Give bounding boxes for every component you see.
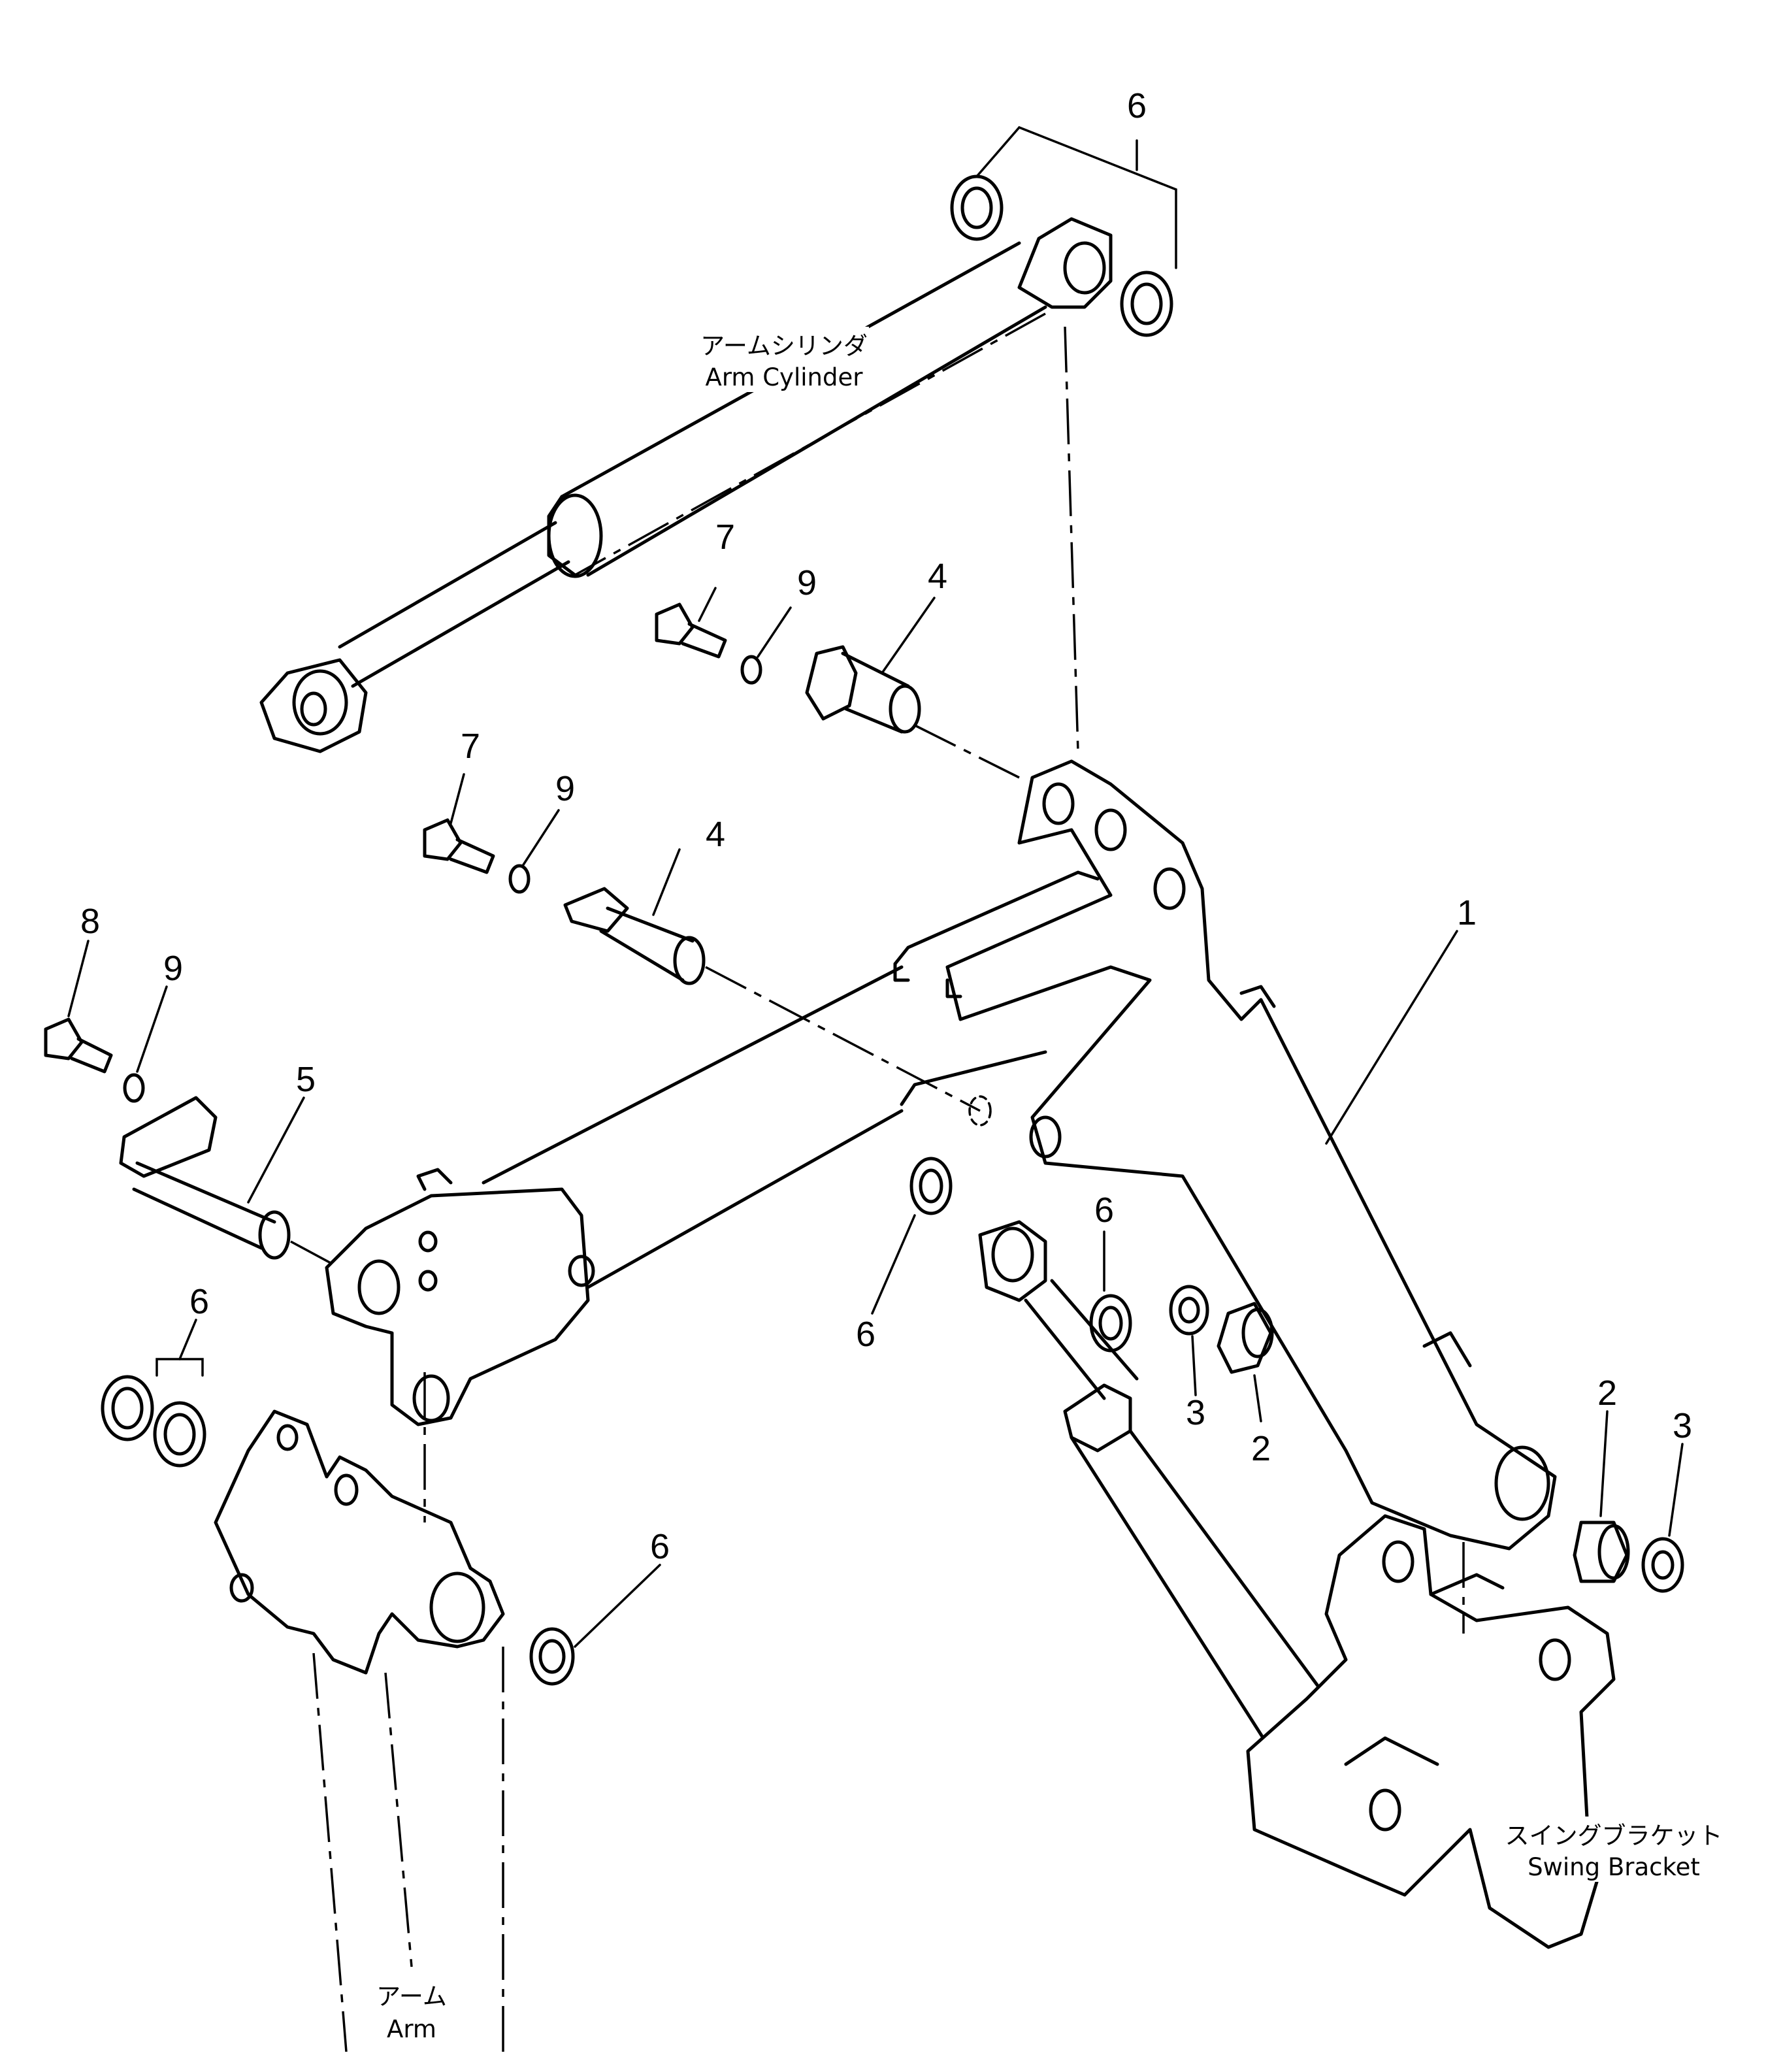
pin-5 [119, 1096, 334, 1266]
callout-leaders [67, 587, 1684, 1648]
bracket-6-left [155, 1358, 204, 1377]
bolt-8 [44, 1017, 113, 1074]
pin-4-lower [563, 887, 981, 1112]
pin-4-upper [805, 645, 1020, 779]
arm-cylinder-label-jp: アームシリンダ [700, 332, 868, 360]
callout-1: 1 [1457, 893, 1477, 932]
bushing-2-mid [1217, 1302, 1274, 1374]
callout-2-right: 2 [1597, 1373, 1617, 1413]
swing-bracket [1246, 1514, 1616, 1949]
seal-6-mid [1089, 1294, 1132, 1353]
washer-9-upper [740, 655, 762, 685]
callout-2-mid: 2 [1251, 1429, 1271, 1468]
callout-5: 5 [296, 1060, 316, 1099]
seal-6-left-a [101, 1375, 154, 1441]
callout-6-low: 6 [650, 1527, 670, 1566]
callout-8: 8 [80, 902, 100, 941]
boom [893, 759, 1557, 1551]
callout-4-upper: 4 [928, 557, 947, 596]
arm-cylinder-label-en: Arm Cylinder [706, 363, 864, 391]
seal-6-left-b [153, 1401, 206, 1468]
bracket-6-top [975, 125, 1177, 269]
label-arm-cylinder: アームシリンダ Arm Cylinder [699, 327, 869, 392]
arm-cylinder [259, 217, 1113, 753]
washer-9-lower [508, 864, 531, 894]
callout-9-lower: 9 [555, 769, 575, 808]
seal-ring-top-right [1120, 271, 1173, 337]
arm-label-en: Arm [387, 2015, 436, 2043]
bolt-7-lower [423, 818, 495, 874]
callout-3-mid: 3 [1186, 1393, 1205, 1432]
seal-6-mid-left [909, 1157, 953, 1215]
swing-bracket-label-en: Swing Bracket [1528, 1853, 1700, 1881]
callout-6-mid: 6 [1094, 1191, 1114, 1230]
bushing-2-right [1573, 1521, 1630, 1583]
arm [214, 1372, 505, 2052]
nut-3-right [1641, 1537, 1684, 1593]
label-arm: アーム Arm [372, 1980, 451, 2045]
seal-ring-top-left [950, 174, 1004, 241]
arm-label-jp: アーム [376, 1982, 447, 2011]
callout-6-midleft: 6 [856, 1315, 875, 1354]
seal-6-low [529, 1627, 575, 1686]
callout-9-upper: 9 [797, 563, 817, 602]
bolt-7-upper [655, 602, 727, 659]
boom-link [325, 965, 904, 1426]
callout-6-left: 6 [189, 1282, 209, 1321]
callout-7-upper: 7 [715, 518, 735, 557]
leader-cylinder-to-boom [1064, 326, 1079, 752]
callout-3-right: 3 [1673, 1406, 1692, 1445]
callout-9-pin5: 9 [163, 949, 183, 988]
nut-3-mid [1169, 1285, 1209, 1336]
swing-bracket-label-jp: スイングブラケット [1505, 1822, 1723, 1850]
callout-7-lower: 7 [461, 727, 480, 766]
label-swing-bracket: スイングブラケット Swing Bracket [1505, 1817, 1723, 1882]
washer-9-pin5 [123, 1073, 145, 1103]
callout-6-top: 6 [1127, 86, 1147, 125]
callout-4-lower: 4 [706, 815, 725, 854]
